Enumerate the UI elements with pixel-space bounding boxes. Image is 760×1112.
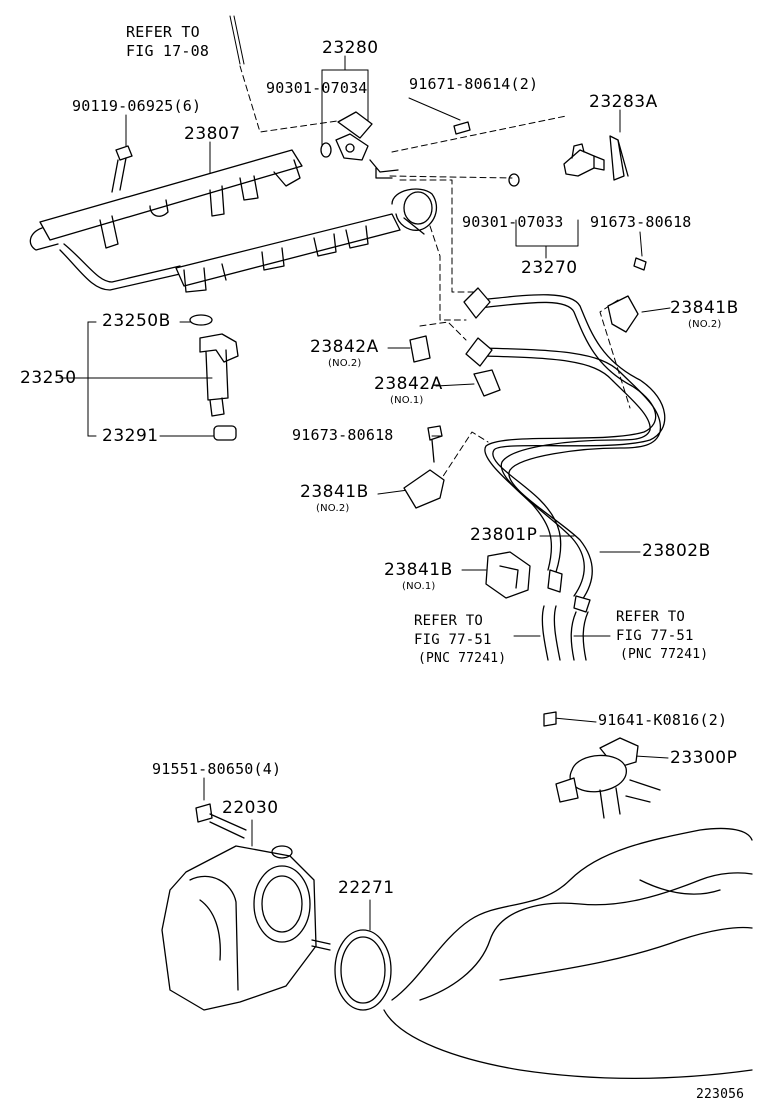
- part-label-90301-07033: 90301-07033: [462, 213, 564, 231]
- pulsation-damper: [320, 111, 471, 179]
- part-label-23250b: 23250B: [102, 311, 171, 331]
- fuel-pump: [555, 737, 661, 819]
- part-label-23283a: 23283A: [589, 92, 658, 112]
- refer-fig-77-51-right-line1: REFER TO: [616, 609, 686, 625]
- part-label-23250: 23250: [20, 368, 77, 388]
- part-label-22271: 22271: [338, 878, 395, 898]
- part-label-23841b-no2-left: 23841B: [300, 482, 369, 502]
- pipe-clamps: [403, 295, 639, 599]
- bolts: [111, 145, 557, 839]
- part-label-23841b-no1: 23841B: [384, 560, 453, 580]
- fuel-rail: [29, 149, 437, 293]
- part-label-23802b: 23802B: [642, 541, 711, 561]
- refer-fig-77-51-left-line1: REFER TO: [414, 613, 484, 629]
- refer-fig-17-08-line1: REFER TO: [126, 23, 200, 41]
- part-label-23807: 23807: [184, 124, 241, 144]
- part-label-23300p: 23300P: [670, 748, 738, 768]
- part-label-91671-80614: 91671-80614(2): [409, 75, 539, 93]
- refer-fig-17-08-line2: FIG 17-08: [126, 42, 210, 60]
- part-label-22030: 22030: [222, 798, 279, 818]
- refer-fig-77-51-left-line2: FIG 77-51: [414, 632, 492, 648]
- part-label-91673-80618-top: 91673-80618: [590, 213, 692, 231]
- sub-label-no1-clamp: (NO.1): [390, 395, 424, 406]
- refer-fig-77-51-right-line3: (PNC 77241): [620, 647, 709, 662]
- part-label-23291: 23291: [102, 426, 159, 446]
- part-label-23842a-no2: 23842A: [310, 337, 379, 357]
- sub-label-no2-left: (NO.2): [316, 503, 350, 514]
- part-label-90301-07034: 90301-07034: [266, 79, 368, 97]
- part-label-91551-80650: 91551-80650(4): [152, 760, 282, 778]
- part-label-23270: 23270: [521, 258, 578, 278]
- part-label-90119-06925: 90119-06925(6): [72, 97, 202, 115]
- fuel-injector: [189, 314, 239, 441]
- leader-lines: [59, 15, 671, 931]
- sub-label-no2-clamp: (NO.2): [328, 358, 362, 369]
- part-label-23280: 23280: [322, 38, 379, 58]
- pressure-regulator: [508, 135, 647, 271]
- part-label-23801p: 23801P: [470, 525, 538, 545]
- intake-manifold: [383, 827, 753, 1079]
- part-label-23842a-no1: 23842A: [374, 374, 443, 394]
- throttle-body: [161, 845, 331, 1011]
- part-label-91641-k0816: 91641-K0816(2): [598, 711, 728, 729]
- figure-number: 223056: [696, 1087, 745, 1102]
- part-label-23841b-no2-right: 23841B: [670, 298, 739, 318]
- fuel-pipes: [463, 287, 666, 661]
- sub-label-no1-bracket: (NO.1): [402, 581, 436, 592]
- dashed-leaders: [239, 65, 631, 485]
- gasket: [334, 929, 392, 1011]
- part-label-91673-80618-mid: 91673-80618: [292, 426, 394, 444]
- refer-fig-77-51-left-line3: (PNC 77241): [418, 651, 507, 666]
- sub-label-no2-right: (NO.2): [688, 319, 722, 330]
- refer-fig-77-51-right-line2: FIG 77-51: [616, 628, 694, 644]
